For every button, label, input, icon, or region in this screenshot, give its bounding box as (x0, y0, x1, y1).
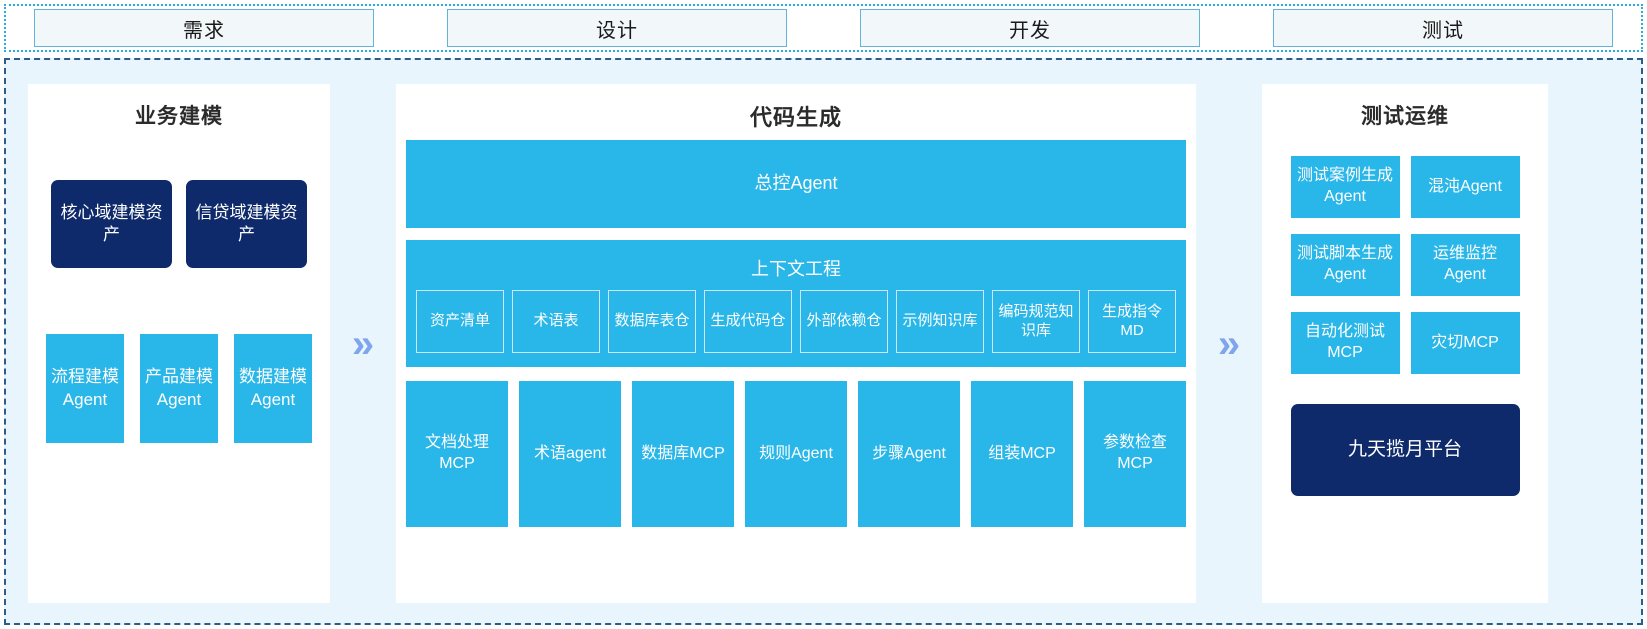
phase-strip: 需求 设计 开发 测试 (4, 4, 1643, 52)
code-generation-tools-row: 文档处理MCP 术语agent 数据库MCP 规则Agent 步骤Agent 组… (406, 381, 1186, 527)
agent-data-modeling[interactable]: 数据建模Agent (234, 334, 312, 443)
agent-process-modeling[interactable]: 流程建模Agent (46, 334, 124, 443)
panel-title-business-modeling: 业务建模 (135, 105, 223, 128)
tool-document-processing-mcp[interactable]: 文档处理MCP (406, 381, 508, 527)
context-item-asset-inventory[interactable]: 资产清单 (416, 290, 504, 353)
tool-database-mcp[interactable]: 数据库MCP (632, 381, 734, 527)
panel-business-modeling: 业务建模 核心域建模资产 信贷域建模资产 流程建模Agent 产品建模Agent… (28, 84, 330, 603)
architecture-diagram-frame: 业务建模 核心域建模资产 信贷域建模资产 流程建模Agent 产品建模Agent… (4, 58, 1643, 625)
phase-box-design[interactable]: 设计 (447, 9, 787, 47)
asset-core-domain-modeling[interactable]: 核心域建模资产 (51, 180, 172, 268)
phase-box-development[interactable]: 开发 (860, 9, 1200, 47)
agent-chaos[interactable]: 混沌Agent (1410, 156, 1520, 218)
agent-ops-monitoring[interactable]: 运维监控Agent (1410, 234, 1520, 296)
context-item-example-knowledge[interactable]: 示例知识库 (896, 290, 984, 353)
business-modeling-agents-row: 流程建模Agent 产品建模Agent 数据建模Agent (46, 334, 312, 443)
phase-box-testing[interactable]: 测试 (1273, 9, 1613, 47)
code-generation-content: 总控Agent 上下文工程 资产清单 术语表 数据库表仓 生成代码仓 外部依赖仓… (406, 140, 1186, 527)
panel-title-code-generation: 代码生成 (749, 105, 842, 130)
panel-code-generation: 代码生成 总控Agent 上下文工程 资产清单 术语表 数据库表仓 生成代码仓 … (396, 84, 1196, 603)
agent-product-modeling[interactable]: 产品建模Agent (140, 334, 218, 443)
platform-jiutian-lanyue[interactable]: 九天揽月平台 (1290, 404, 1520, 496)
asset-credit-domain-modeling[interactable]: 信贷域建模资产 (186, 180, 307, 268)
tool-step-agent[interactable]: 步骤Agent (858, 381, 960, 527)
tool-assembly-mcp[interactable]: 组装MCP (971, 381, 1073, 527)
context-item-external-deps-repo[interactable]: 外部依赖仓 (800, 290, 888, 353)
context-item-database-table-repo[interactable]: 数据库表仓 (608, 290, 696, 353)
context-engineering-block: 上下文工程 资产清单 术语表 数据库表仓 生成代码仓 外部依赖仓 示例知识库 编… (406, 240, 1186, 367)
panel-title-test-operations: 测试运维 (1361, 105, 1449, 128)
context-item-coding-standards[interactable]: 编码规范知识库 (992, 290, 1080, 353)
panel-test-operations: 测试运维 测试案例生成Agent 混沌Agent 测试脚本生成Agent 运维监… (1262, 84, 1548, 603)
chevron-right-icon-1: » (351, 321, 375, 366)
context-engineering-items: 资产清单 术语表 数据库表仓 生成代码仓 外部依赖仓 示例知识库 编码规范知识库… (416, 290, 1176, 353)
chevron-right-icon-2: » (1217, 321, 1241, 366)
tool-disaster-switch-mcp[interactable]: 灾切MCP (1410, 312, 1520, 374)
agent-test-script-generation[interactable]: 测试脚本生成Agent (1290, 234, 1400, 296)
master-control-agent[interactable]: 总控Agent (406, 140, 1186, 228)
context-engineering-label: 上下文工程 (751, 259, 841, 279)
tool-parameter-check-mcp[interactable]: 参数检查MCP (1084, 381, 1186, 527)
context-item-generated-code-repo[interactable]: 生成代码仓 (704, 290, 792, 353)
tool-rule-agent[interactable]: 规则Agent (745, 381, 847, 527)
phase-box-requirements[interactable]: 需求 (34, 9, 374, 47)
context-item-generation-prompt-md[interactable]: 生成指令MD (1088, 290, 1176, 353)
agent-test-case-generation[interactable]: 测试案例生成Agent (1290, 156, 1400, 218)
context-item-glossary[interactable]: 术语表 (512, 290, 600, 353)
test-operations-grid: 测试案例生成Agent 混沌Agent 测试脚本生成Agent 运维监控Agen… (1290, 156, 1520, 374)
tool-automated-test-mcp[interactable]: 自动化测试MCP (1290, 312, 1400, 374)
business-modeling-assets-row: 核心域建模资产 信贷域建模资产 (51, 180, 307, 268)
tool-glossary-agent[interactable]: 术语agent (519, 381, 621, 527)
